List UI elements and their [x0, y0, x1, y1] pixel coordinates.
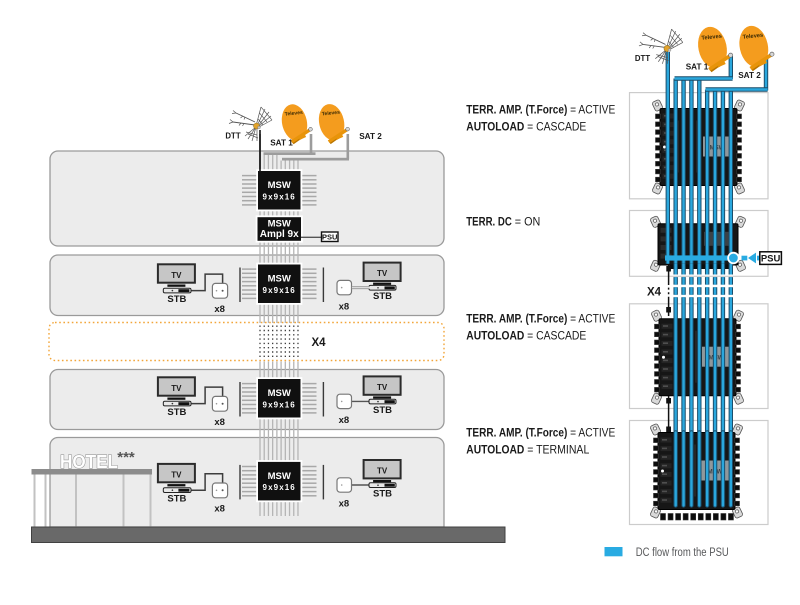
svg-text:SAT 2: SAT 2 — [738, 71, 761, 80]
svg-text:AUTOLOAD = CASCADE: AUTOLOAD = CASCADE — [466, 329, 586, 343]
svg-text:SAT 1: SAT 1 — [686, 63, 709, 72]
svg-text:Televes: Televes — [701, 34, 722, 42]
svg-text:SAT 1: SAT 1 — [270, 139, 293, 148]
svg-text:MSW: MSW — [268, 219, 291, 230]
svg-text:Televes: Televes — [742, 33, 763, 41]
svg-text:HOTEL: HOTEL — [60, 452, 118, 472]
svg-text:Ampl 9x: Ampl 9x — [260, 229, 299, 240]
svg-text:X4: X4 — [647, 287, 662, 299]
svg-text:TERR. AMP. (T.Force) = ACTIVE: TERR. AMP. (T.Force) = ACTIVE — [466, 312, 615, 326]
svg-text:PSU: PSU — [322, 233, 337, 242]
svg-text:DTT: DTT — [225, 132, 240, 141]
svg-text:DTT: DTT — [635, 54, 650, 63]
svg-text:***: *** — [117, 449, 135, 466]
svg-text:Televes: Televes — [284, 110, 303, 118]
svg-text:AUTOLOAD = TERMINAL: AUTOLOAD = TERMINAL — [466, 443, 589, 457]
svg-text:SAT 2: SAT 2 — [359, 132, 382, 141]
svg-text:TERR. AMP. (T.Force) = ACTIVE: TERR. AMP. (T.Force) = ACTIVE — [466, 103, 615, 117]
svg-text:PSU: PSU — [761, 254, 781, 265]
svg-text:AUTOLOAD = CASCADE: AUTOLOAD = CASCADE — [466, 120, 586, 134]
svg-text:DC flow from the PSU: DC flow from the PSU — [636, 547, 729, 559]
svg-text:X4: X4 — [311, 337, 326, 349]
svg-text:TERR. AMP. (T.Force) = ACTIVE: TERR. AMP. (T.Force) = ACTIVE — [466, 426, 615, 440]
svg-text:TERR. DC = ON: TERR. DC = ON — [466, 215, 540, 229]
svg-text:Televes: Televes — [322, 110, 341, 118]
